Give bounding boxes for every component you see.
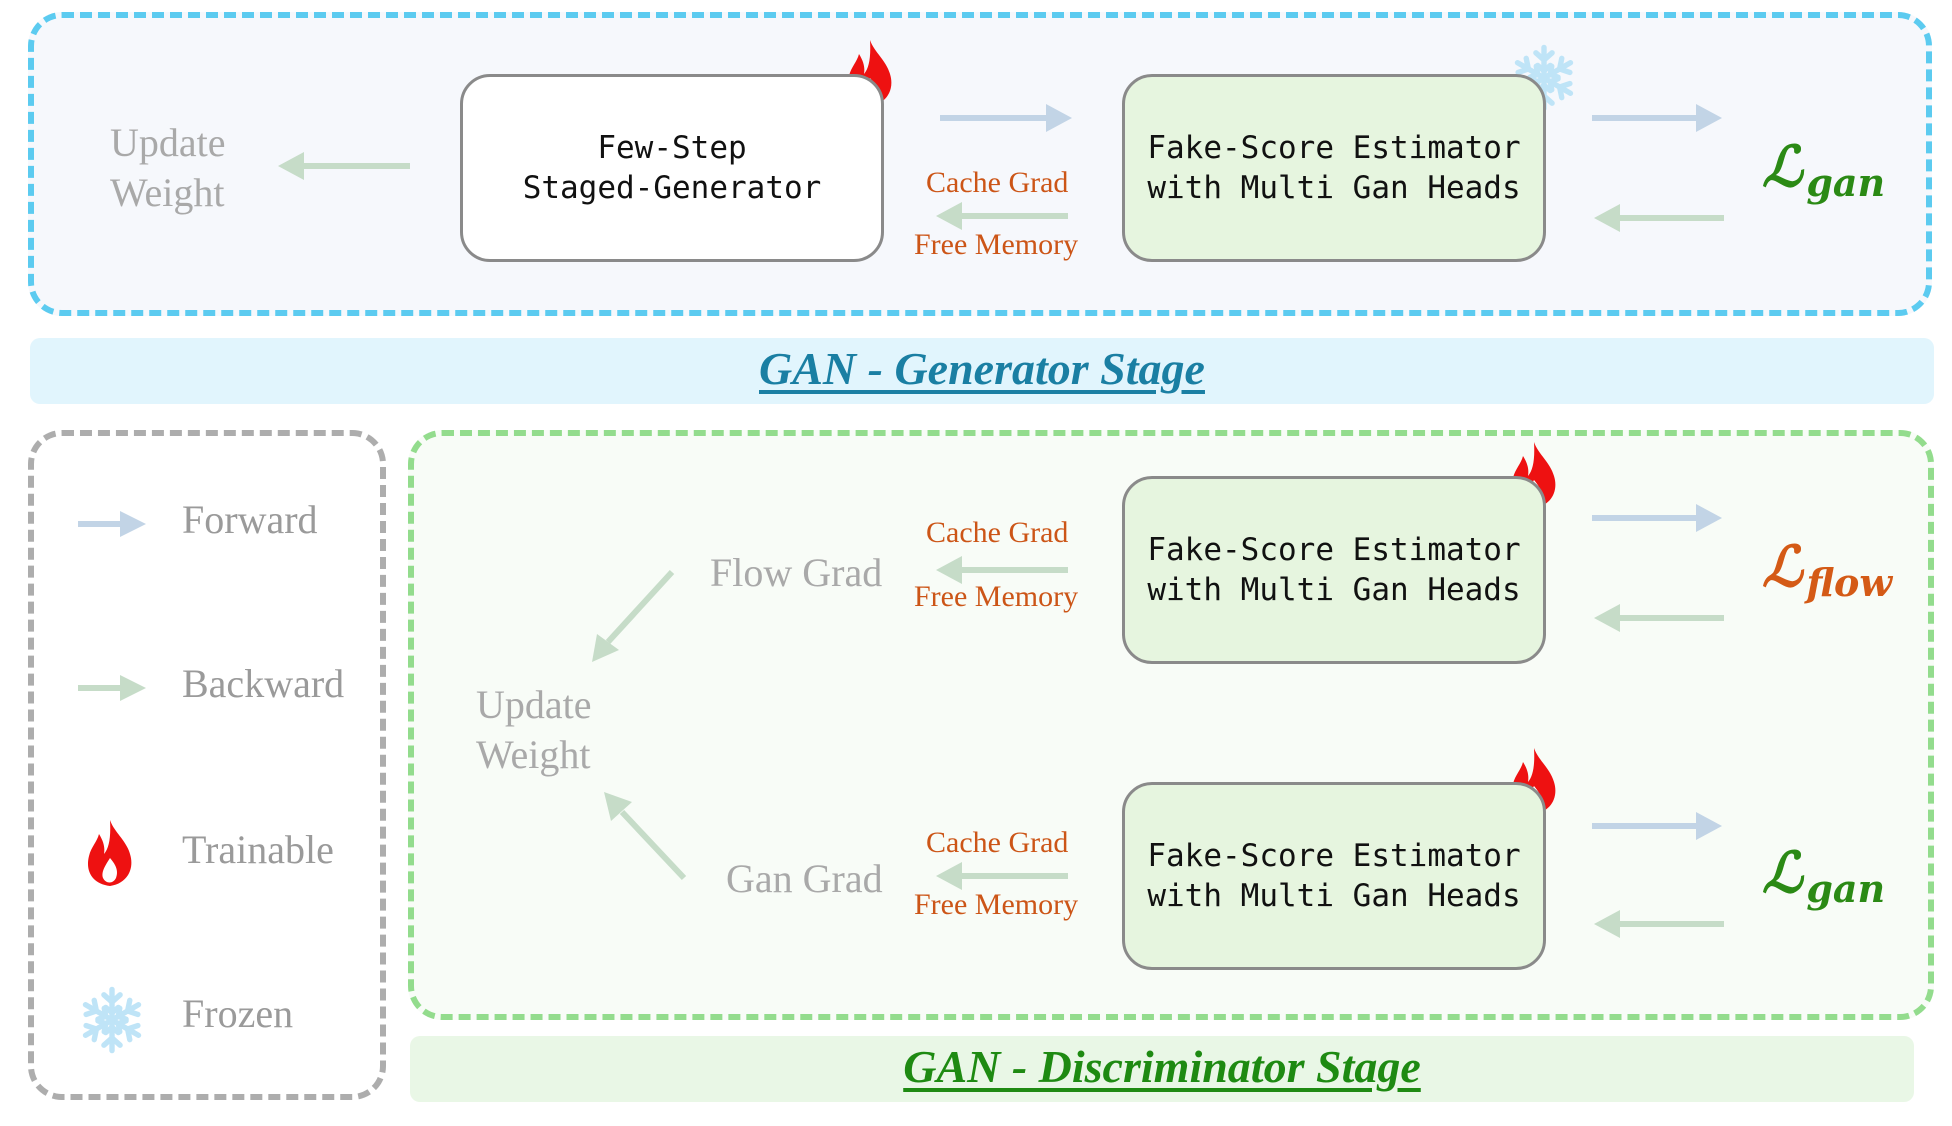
gan-grad-label: Gan Grad — [726, 856, 883, 901]
fake-score-estimator-bottom-box: Fake-Score Estimator with Multi Gan Head… — [1122, 782, 1546, 970]
generator-stage-title: GAN - Generator Stage — [759, 343, 1205, 394]
arrow-forward-gen-to-estimator — [940, 104, 1072, 132]
legend-forward-arrow — [78, 511, 146, 537]
generator-update-weight-label: Update Weight — [110, 120, 226, 215]
flow-grad-label: Flow Grad — [710, 550, 883, 595]
arrow-backward-from-loss-gan — [1594, 204, 1724, 232]
arrow-gan-grad-to-update — [604, 792, 687, 881]
generator-free-memory-label: Free Memory — [914, 228, 1079, 261]
arrow-forward-to-loss-gan-disc — [1592, 812, 1722, 840]
legend-backward-label: Backward — [182, 661, 345, 706]
arrow-backward-gan-grad — [936, 862, 1068, 890]
discriminator-update-weight-label: Update Weight — [476, 682, 592, 777]
generator-cache-grad-label: Cache Grad — [926, 166, 1069, 199]
fake-score-estimator-box: Fake-Score Estimator with Multi Gan Head… — [1122, 74, 1546, 262]
legend-backward-arrow — [78, 675, 146, 701]
disc-top-free-memory-label: Free Memory — [914, 580, 1079, 613]
disc-bottom-free-memory-label: Free Memory — [914, 888, 1079, 921]
arrow-flow-grad-to-update — [592, 569, 675, 662]
disc-bottom-cache-grad-label: Cache Grad — [926, 826, 1069, 859]
arrow-backward-from-loss-gan-disc — [1594, 910, 1724, 938]
arrow-backward-update — [278, 152, 410, 180]
arrow-backward-from-loss-flow — [1594, 604, 1724, 632]
legend-panel — [28, 430, 386, 1100]
fake-score-estimator-top-box: Fake-Score Estimator with Multi Gan Head… — [1122, 476, 1546, 664]
snowflake-icon — [81, 989, 142, 1050]
legend-forward-label: Forward — [182, 497, 318, 542]
disc-top-cache-grad-label: Cache Grad — [926, 516, 1069, 549]
legend-frozen-label: Frozen — [182, 991, 294, 1036]
discriminator-stage-banner — [410, 1036, 1914, 1102]
legend-trainable-label: Trainable — [182, 827, 334, 872]
arrow-backward-estimator-to-gen — [936, 202, 1068, 230]
arrow-backward-flow-grad — [936, 556, 1068, 584]
generator-stage-banner — [30, 338, 1934, 404]
staged-generator-box: Few-Step Staged-Generator — [460, 74, 884, 262]
discriminator-stage-title: GAN - Discriminator Stage — [903, 1041, 1421, 1092]
flame-icon — [87, 820, 132, 886]
arrow-forward-to-loss-gan — [1592, 104, 1722, 132]
arrow-forward-to-loss-flow — [1592, 504, 1722, 532]
